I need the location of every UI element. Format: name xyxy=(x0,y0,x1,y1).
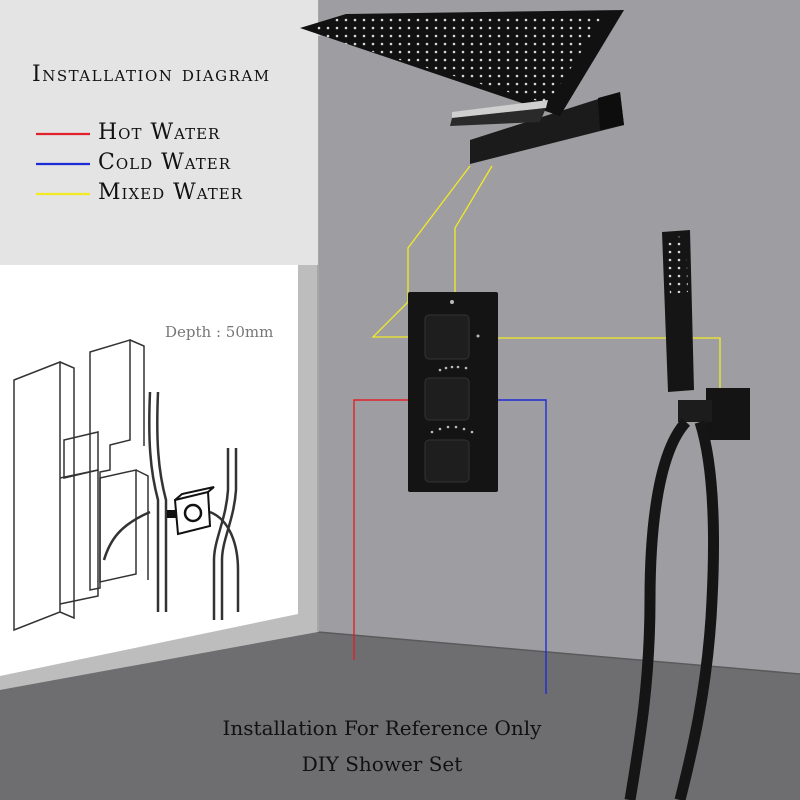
footer-product-name: DIY Shower Set xyxy=(301,752,463,776)
footer-reference-note: Installation For Reference Only xyxy=(222,716,542,740)
rain-shower-head-icon xyxy=(300,10,624,164)
legend-label-cold-water: Cold Water xyxy=(98,150,231,175)
rough-in-box-icon xyxy=(167,486,215,536)
hot-water-line xyxy=(353,399,408,660)
rough-in-sketch xyxy=(13,338,240,632)
legend-label-mixed-water: Mixed Water xyxy=(98,180,243,205)
depth-label: Depth : 50mm xyxy=(165,323,274,341)
supply-pipe-left xyxy=(148,391,160,612)
floor xyxy=(0,632,800,800)
legend-label-hot-water: Hot Water xyxy=(98,120,221,145)
diagram-title: Installation diagram xyxy=(32,62,271,87)
legend-panel xyxy=(0,0,318,265)
cold-water-line xyxy=(498,399,547,694)
hand-shower-icon xyxy=(624,230,750,800)
supply-pipe-right xyxy=(212,448,230,620)
floor-edge xyxy=(317,631,800,675)
thermostatic-valve-icon xyxy=(408,292,498,492)
